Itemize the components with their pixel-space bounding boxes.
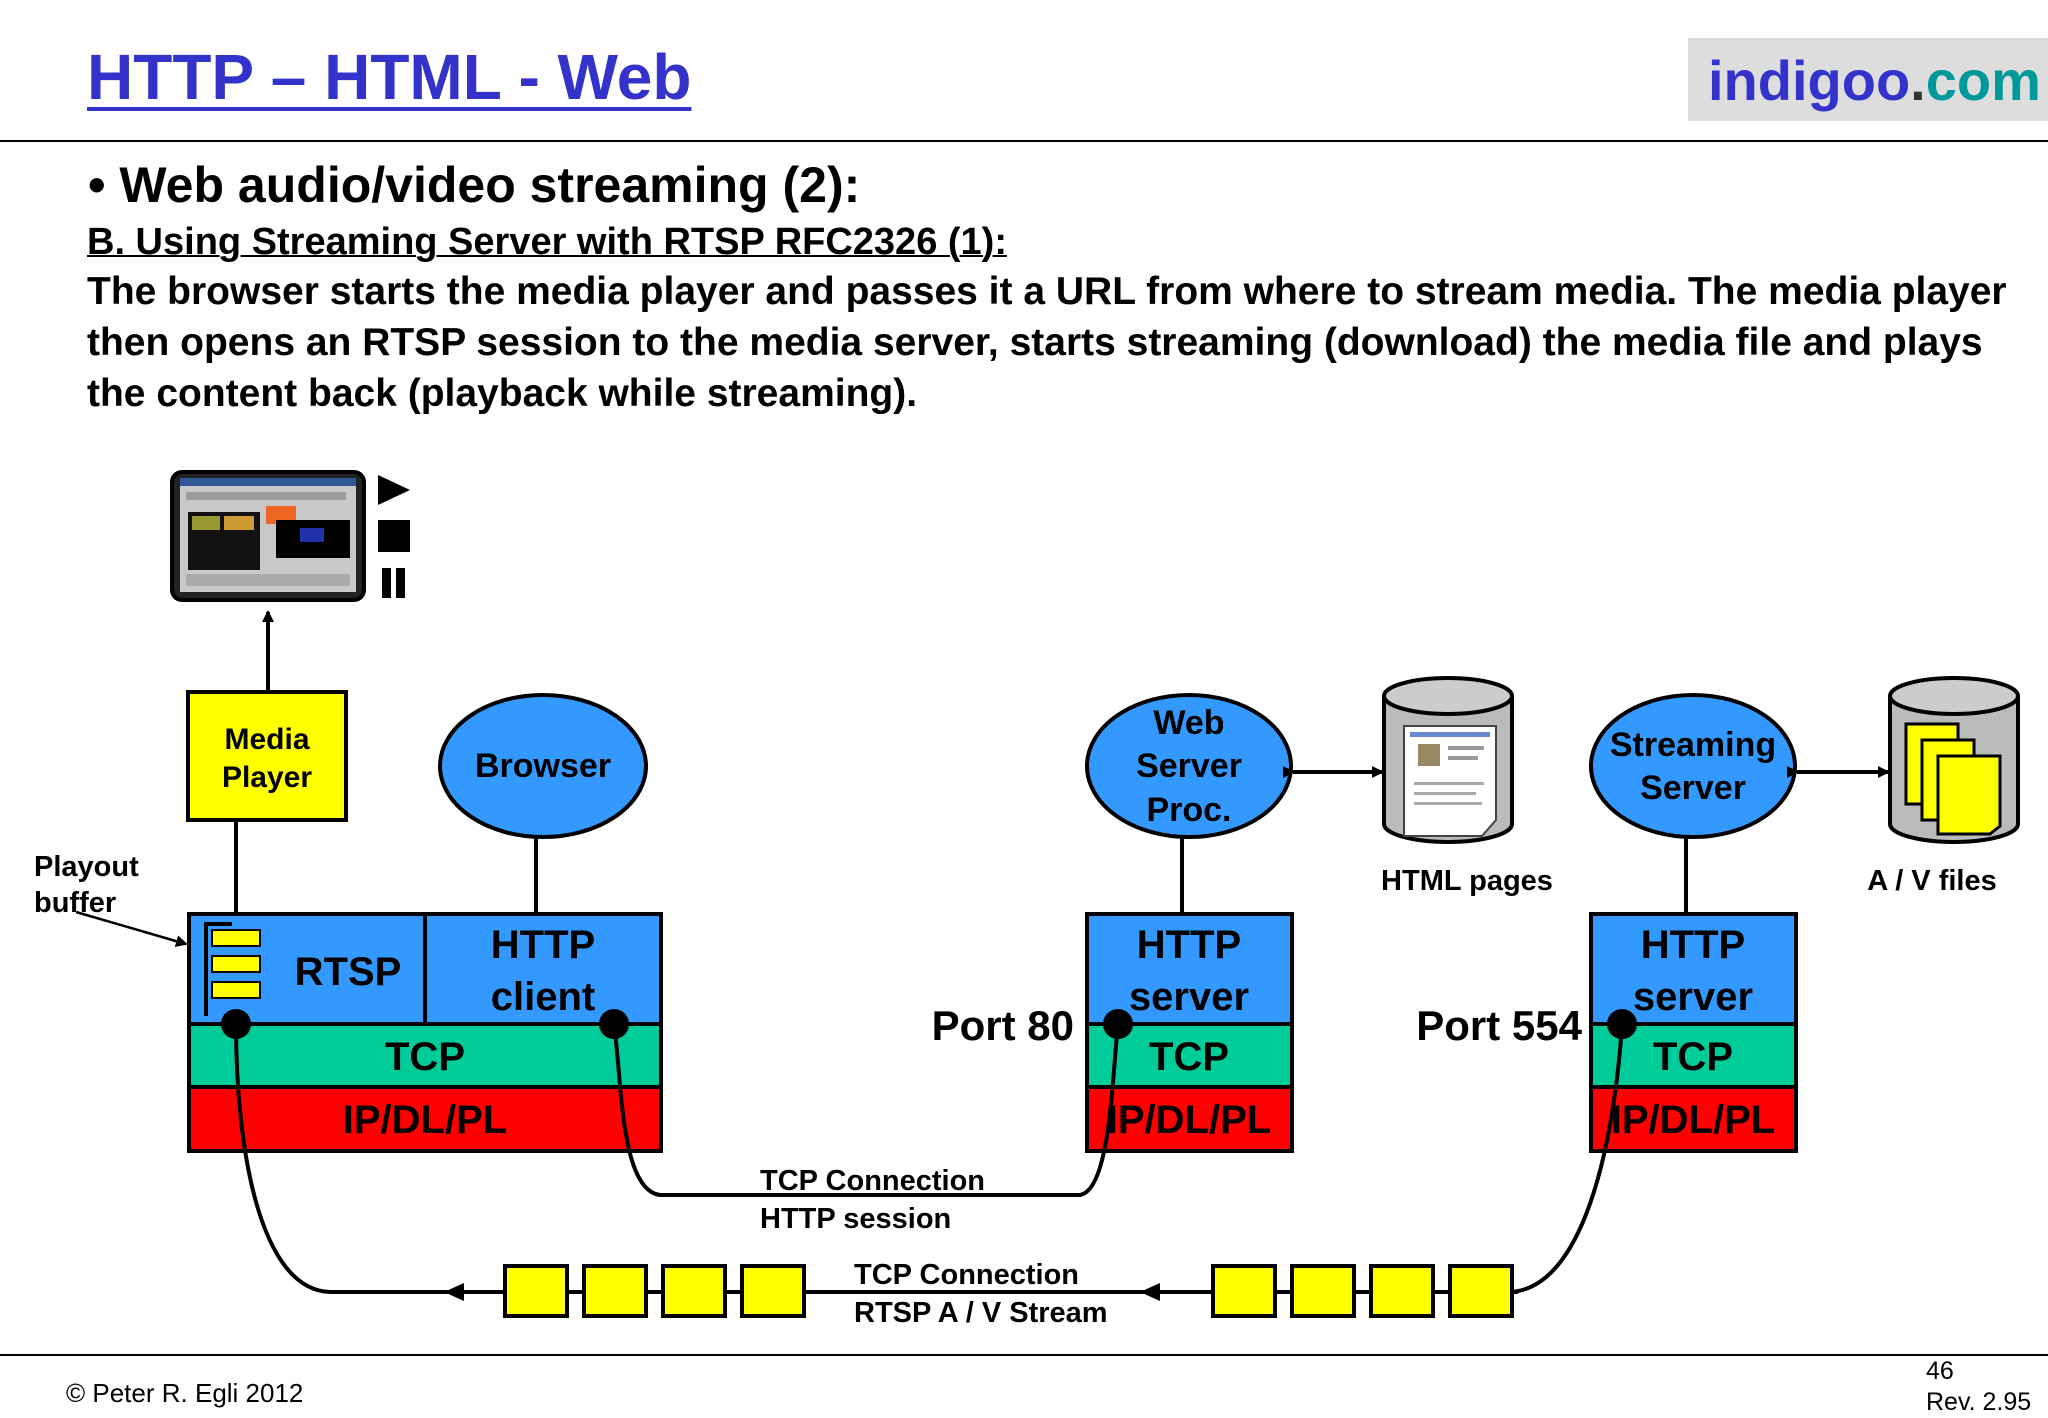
av-files-label: A / V files (1867, 865, 1996, 897)
web-http-server-label-1: HTTP (1137, 923, 1241, 967)
web-server-label-1: Web (1153, 704, 1224, 742)
browser-node: Browser (438, 693, 648, 839)
browser-label: Browser (475, 747, 611, 785)
media-player-screen-icon (170, 470, 366, 602)
stream-ip-label: IP/DL/PL (1611, 1098, 1775, 1142)
client-ip-label: IP/DL/PL (343, 1098, 507, 1142)
packet (1369, 1264, 1435, 1318)
streaming-server-node: Streaming Server (1589, 693, 1797, 839)
av-files-database-icon (1888, 676, 2020, 844)
rtsp-stream-line-left (234, 1023, 331, 1294)
client-rtsp-endpoint (221, 1009, 251, 1039)
stream-http-server-label-1: HTTP (1641, 923, 1745, 967)
footer-divider (0, 1354, 2048, 1356)
page-number: 46 (1926, 1357, 1954, 1385)
client-tcp-label: TCP (385, 1035, 465, 1079)
http-client-label-2: client (491, 975, 595, 1019)
web-server-protocol-stack: HTTP server TCP IP/DL/PL (1085, 912, 1294, 1153)
media-controls-icons (378, 475, 410, 598)
http-connection-line (612, 1023, 1120, 1197)
packet (1211, 1264, 1277, 1318)
media-player-label-1: Media (224, 723, 309, 756)
revision: Rev. 2.95 (1926, 1388, 2032, 1416)
web-server-proc-node: Web Server Proc. (1085, 693, 1293, 839)
web-tcp-label: TCP (1149, 1035, 1229, 1079)
playout-buffer-label-2: buffer (34, 887, 116, 919)
http-conn-label-1: TCP Connection (760, 1165, 985, 1197)
html-pages-label: HTML pages (1381, 865, 1553, 897)
slide-title: HTTP – HTML - Web (87, 41, 692, 113)
header-divider (0, 140, 2048, 142)
logo-background (1688, 38, 2048, 121)
http-conn-label-2: HTTP session (760, 1203, 951, 1235)
stream-tcp-label: TCP (1653, 1035, 1733, 1079)
pause-icon (382, 568, 391, 598)
client-protocol-stack: RTSP HTTP client TCP IP/DL/PL (187, 912, 663, 1153)
media-player-label-2: Player (222, 761, 312, 794)
rtsp-label: RTSP (295, 950, 402, 994)
stream-packets-right (1211, 1264, 1514, 1318)
logo-part1: indigoo (1708, 49, 1911, 112)
stream-http-server-label-2: server (1633, 975, 1753, 1019)
client-http-endpoint (599, 1009, 629, 1039)
web-ip-label: IP/DL/PL (1107, 1098, 1271, 1142)
streaming-server-protocol-stack: HTTP server TCP IP/DL/PL (1589, 912, 1798, 1153)
playout-buffer-label-1: Playout (34, 851, 139, 883)
rtsp-conn-label-2: RTSP A / V Stream (854, 1297, 1108, 1329)
web-server-label-3: Proc. (1146, 791, 1231, 829)
stream-packets-left (503, 1264, 806, 1318)
packet (503, 1264, 569, 1318)
web-server-label-2: Server (1136, 747, 1242, 785)
section-subheading: B. Using Streaming Server with RTSP RFC2… (87, 221, 1007, 263)
web-server-endpoint (1103, 1009, 1133, 1039)
rtsp-stream-line-right (1509, 1023, 1624, 1294)
rtsp-conn-label-1: TCP Connection (854, 1259, 1079, 1291)
http-client-label-1: HTTP (491, 923, 595, 967)
logo-dot: . (1910, 49, 1926, 112)
port-554-label: Port 554 (1416, 1002, 1582, 1049)
html-pages-database-icon (1382, 676, 1514, 844)
streaming-server-label-2: Server (1640, 769, 1746, 807)
packet (1448, 1264, 1514, 1318)
packet (1290, 1264, 1356, 1318)
port-80-label: Port 80 (932, 1002, 1074, 1049)
logo: indigoo.com (1708, 48, 2041, 113)
play-icon (378, 475, 410, 505)
footer-page-info: 46 Rev. 2.95 (1926, 1356, 2031, 1418)
stop-icon (378, 520, 410, 552)
packet (582, 1264, 648, 1318)
footer-copyright: © Peter R. Egli 2012 (66, 1378, 304, 1408)
section-heading: • Web audio/video streaming (2): (88, 157, 861, 213)
packet (740, 1264, 806, 1318)
body-text: The browser starts the media player and … (87, 270, 2007, 415)
logo-part2: com (1925, 49, 2041, 112)
web-http-server-label-2: server (1129, 975, 1249, 1019)
streaming-server-endpoint (1607, 1009, 1637, 1039)
streaming-server-label-1: Streaming (1610, 726, 1776, 764)
media-player-box: Media Player (186, 690, 348, 822)
packet (661, 1264, 727, 1318)
